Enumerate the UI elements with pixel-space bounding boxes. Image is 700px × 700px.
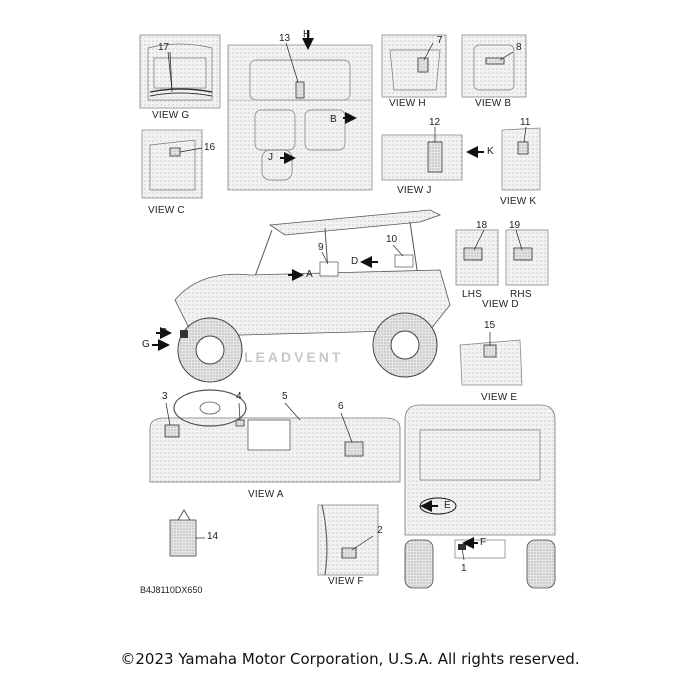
arrow-letter-c: C: [160, 327, 168, 338]
callout-17: 17: [158, 42, 170, 53]
view-e-illustration: [459, 339, 523, 386]
view-b-illustration: [461, 34, 527, 98]
part-code: B4J8110DX650: [140, 585, 203, 595]
rear-view-illustration: [404, 404, 556, 589]
callout-5: 5: [282, 391, 288, 402]
arrow-letter-k: K: [487, 146, 494, 157]
arrow-letter-b: B: [330, 114, 337, 125]
callout-3: 3: [162, 391, 168, 402]
view-label-g: VIEW G: [152, 110, 190, 121]
rhs-label: RHS: [510, 289, 532, 300]
utv-side-view: [174, 209, 451, 383]
callout-9: 9: [318, 242, 324, 253]
view-label-d: VIEW D: [482, 299, 519, 310]
arrow-letter-d: D: [351, 256, 359, 267]
callout-18: 18: [476, 220, 488, 231]
view-label-h: VIEW H: [389, 98, 426, 109]
callout-8: 8: [516, 42, 522, 53]
callout-15: 15: [484, 320, 496, 331]
callout-14: 14: [207, 531, 219, 542]
view-label-j: VIEW J: [397, 185, 432, 196]
view-a-illustration: [149, 389, 401, 483]
callout-2: 2: [377, 525, 383, 536]
watermark: LEADVENT: [244, 349, 344, 365]
callout-19: 19: [509, 220, 521, 231]
tag-14-illustration: [169, 509, 197, 557]
view-f-illustration: [317, 504, 379, 576]
top-view-illustration: [227, 44, 373, 191]
lhs-label: LHS: [462, 289, 483, 300]
callout-10: 10: [386, 234, 398, 245]
view-k-illustration: [501, 127, 541, 191]
view-d-illustration: [455, 229, 549, 286]
view-label-a: VIEW A: [248, 489, 284, 500]
view-g-illustration: [139, 34, 221, 109]
view-label-b: VIEW B: [475, 98, 512, 109]
arrow-letter-h: H: [303, 29, 311, 40]
arrow-letter-j: J: [268, 152, 273, 163]
callout-6: 6: [338, 401, 344, 412]
callout-13: 13: [279, 33, 291, 44]
leader-lines: [165, 42, 527, 561]
arrow-letter-g: G: [142, 339, 150, 350]
callout-7: 7: [437, 35, 443, 46]
callout-16: 16: [204, 142, 216, 153]
view-c-illustration: [141, 129, 203, 199]
view-h-illustration: [381, 34, 447, 98]
callout-11: 11: [520, 117, 531, 128]
arrow-letter-e: E: [444, 500, 451, 511]
view-arrows: [152, 30, 484, 549]
view-label-e: VIEW E: [481, 392, 518, 403]
view-e-arrow-ring: [419, 497, 457, 515]
view-label-f: VIEW F: [328, 576, 364, 587]
view-label-k: VIEW K: [500, 196, 537, 207]
callout-12: 12: [429, 117, 441, 128]
copyright-notice: ©2023 Yamaha Motor Corporation, U.S.A. A…: [120, 650, 580, 668]
arrow-letter-a: A: [306, 269, 313, 280]
view-label-c: VIEW C: [148, 205, 185, 216]
arrow-letter-f: F: [480, 537, 487, 548]
view-j-illustration: [381, 134, 463, 181]
callout-1: 1: [461, 563, 467, 574]
callout-4: 4: [236, 391, 242, 402]
